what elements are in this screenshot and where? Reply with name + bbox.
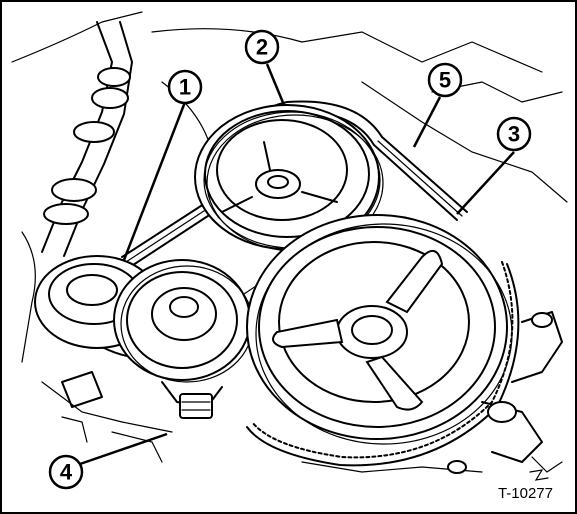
callout-4: 4 (48, 454, 84, 490)
figure-reference-code: T-10277 (497, 485, 553, 502)
callout-5-label: 5 (439, 68, 451, 93)
engine-background-lines (11, 11, 568, 473)
crankshaft-pulley (246, 214, 520, 467)
callout-5: 5 (427, 62, 463, 98)
lower-left-details (61, 371, 163, 463)
coolant-hose (41, 21, 133, 257)
callout-1-label: 1 (179, 75, 191, 100)
idler-pulley (113, 259, 254, 419)
callout-3-label: 3 (508, 122, 520, 147)
callout-2: 2 (244, 29, 280, 65)
engine-bracket (447, 311, 563, 474)
callout-4-label: 4 (60, 460, 73, 485)
manufacturer-logo-mark (529, 469, 549, 481)
callout-1: 1 (167, 69, 203, 105)
callout-3: 3 (496, 116, 532, 152)
callout-leaders (79, 63, 515, 466)
callout-2-label: 2 (256, 35, 268, 60)
